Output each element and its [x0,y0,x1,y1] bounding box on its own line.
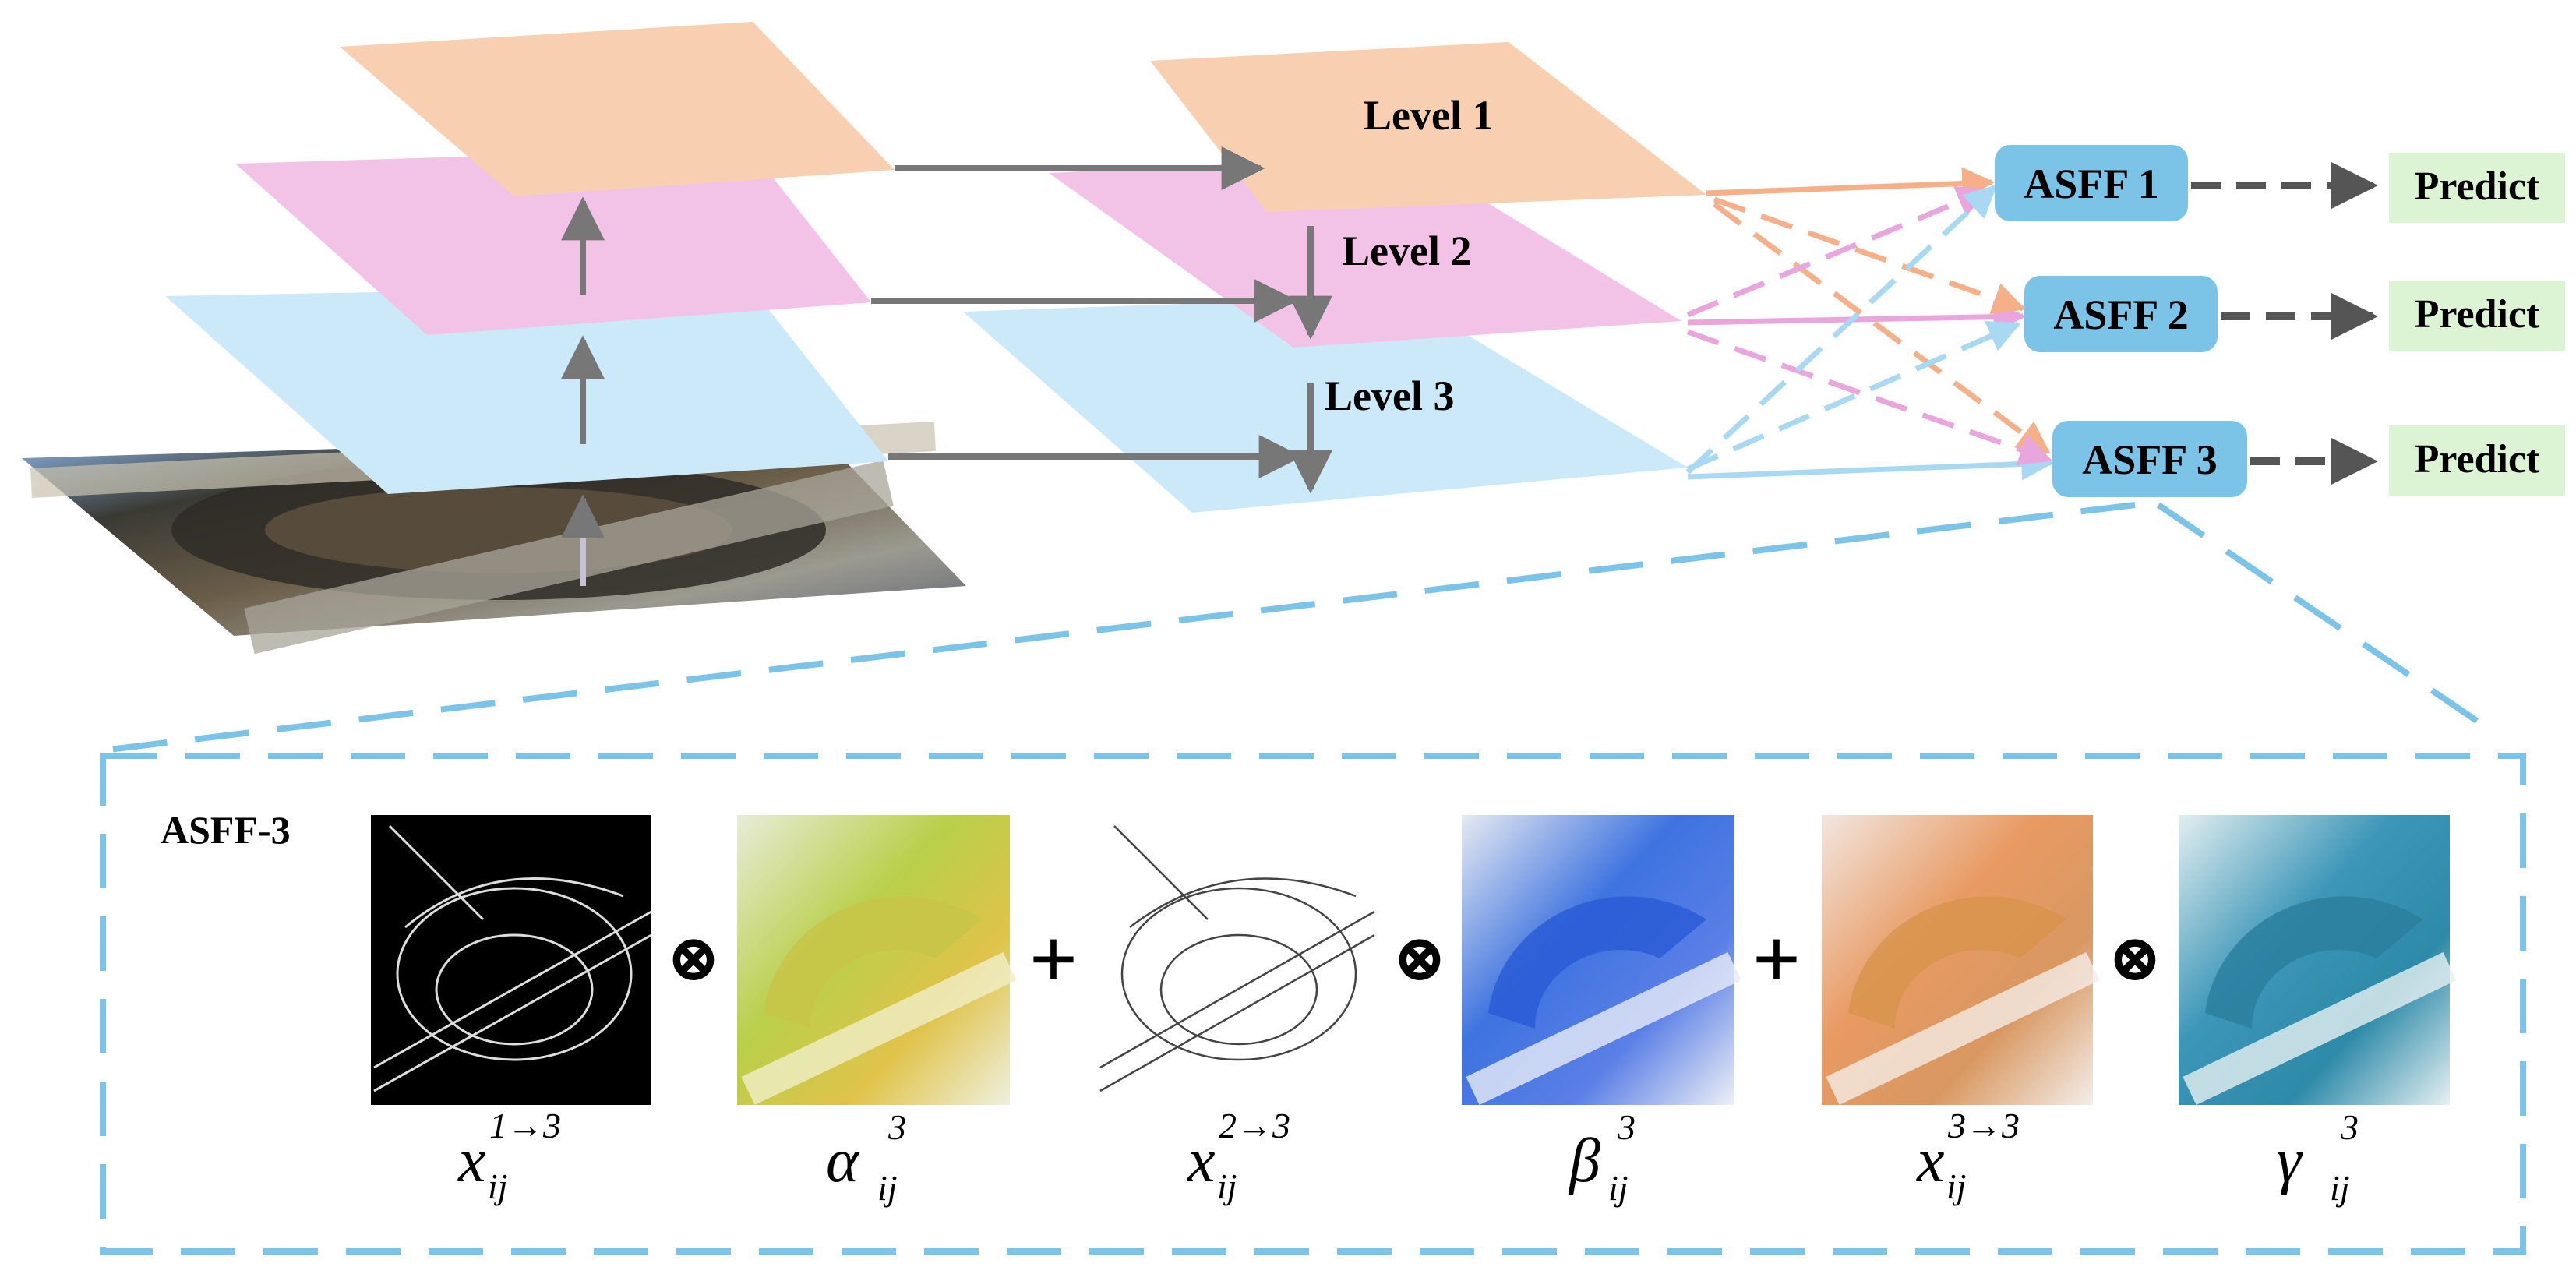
term2-base: α [826,1127,860,1195]
zoom-callout-lines [108,502,2485,753]
operator-5: ⊗ [2108,923,2162,995]
term3-label: x 2→3 ij [1187,1106,1290,1206]
term6-sub: ij [2330,1168,2350,1208]
predict1-box: Predict [2389,153,2565,223]
term5-thumbnail [1822,815,2100,1106]
term1-label: x 1→3 ij [457,1106,561,1206]
asff3-node: ASFF 3 [2052,421,2247,497]
term4-label: β 3 ij [1568,1107,1636,1208]
term5-sub: ij [1946,1166,1967,1206]
level3-label: Level 3 [1325,372,1454,419]
term4-base: β [1568,1127,1600,1195]
term4-thumbnail [1462,815,1741,1106]
asff2-label: ASFF 2 [2053,291,2189,338]
asff2-node: ASFF 2 [2024,276,2218,352]
term2-sup: 3 [887,1107,906,1147]
predict2-label: Predict [2415,292,2540,337]
fusion-connectors [1685,167,2055,481]
term5-label: x 3→3 ij [1916,1106,2020,1206]
lateral-arrows [871,146,1332,494]
term3-sup: 2→3 [1219,1106,1290,1145]
asff3-label: ASFF 3 [2082,436,2218,483]
term2-sub: ij [877,1168,898,1208]
term6-label: γ 3 ij [2277,1107,2359,1208]
left-level3-plane [165,285,888,494]
level1-label: Level 1 [1364,92,1493,139]
term1-thumbnail [371,815,652,1105]
level2-label: Level 2 [1342,228,1471,274]
predict3-box: Predict [2389,425,2565,496]
term3-base: x [1187,1127,1216,1195]
asff1-node: ASFF 1 [1995,145,2188,221]
operator-3: ⊗ [1392,923,1447,995]
predict2-box: Predict [2389,281,2565,351]
term5-base: x [1916,1127,1945,1195]
term1-base: x [457,1127,486,1195]
left-level2-plane [235,148,871,335]
term4-sub: ij [1608,1168,1629,1208]
operator-4: + [1752,912,1801,1007]
asff1-label: ASFF 1 [2024,161,2159,207]
term5-sup: 3→3 [1947,1106,2020,1145]
term3-sub: ij [1217,1166,1237,1206]
term4-sup: 3 [1617,1107,1636,1147]
predict1-label: Predict [2415,164,2540,209]
term3-thumbnail [1099,815,1376,1105]
asff3-detail-panel [100,753,2526,1255]
term6-thumbnail [2179,815,2457,1106]
term2-label: α 3 ij [826,1107,906,1208]
predict-arrows [2191,162,2378,485]
mid-level2-plane [1049,156,1681,348]
term1-sup: 1→3 [489,1106,561,1145]
detail-title: ASFF-3 [161,808,291,852]
term2-thumbnail [737,815,1017,1106]
operator-2: + [1029,912,1078,1007]
term1-sub: ij [488,1166,508,1206]
operator-1: ⊗ [666,923,721,995]
predict3-label: Predict [2415,437,2540,482]
left-level1-plane [340,22,895,196]
term6-sup: 3 [2340,1107,2359,1147]
term6-base: γ [2277,1127,2303,1195]
mid-level1-plane [1150,42,1706,212]
